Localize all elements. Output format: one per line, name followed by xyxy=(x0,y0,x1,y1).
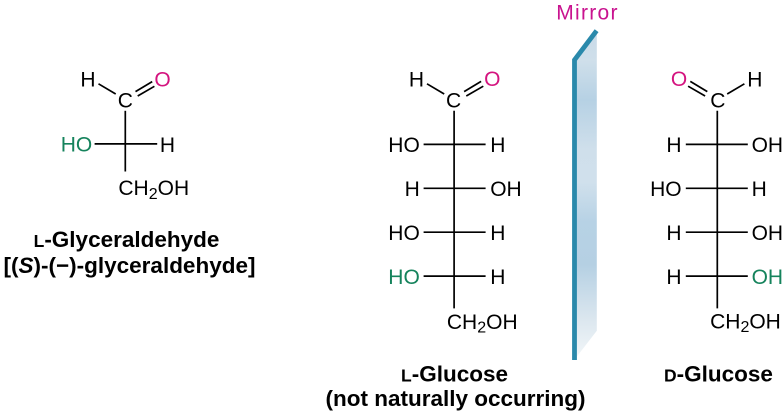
svg-text:O: O xyxy=(154,68,170,91)
svg-text:HO: HO xyxy=(388,266,420,289)
svg-text:HO: HO xyxy=(388,134,420,157)
svg-text:H: H xyxy=(409,68,424,91)
svg-text:L-Glyceraldehyde: L-Glyceraldehyde xyxy=(34,227,220,252)
svg-text:C: C xyxy=(118,89,133,112)
svg-text:HO: HO xyxy=(650,178,682,201)
svg-text:(not naturally occurring): (not naturally occurring) xyxy=(325,386,585,411)
svg-text:Mirror: Mirror xyxy=(556,2,619,25)
svg-text:HO: HO xyxy=(61,134,93,157)
svg-text:O: O xyxy=(671,68,687,91)
svg-text:CH2OH: CH2OH xyxy=(447,311,518,337)
svg-text:HO: HO xyxy=(388,222,420,245)
svg-text:H: H xyxy=(490,134,505,157)
svg-text:OH: OH xyxy=(752,222,783,245)
svg-text:C: C xyxy=(710,90,725,113)
svg-text:OH: OH xyxy=(490,178,522,201)
svg-text:H: H xyxy=(666,266,681,289)
svg-text:L-Glucose: L-Glucose xyxy=(401,361,508,386)
svg-text:D-Glucose: D-Glucose xyxy=(664,361,773,386)
svg-text:H: H xyxy=(747,68,762,91)
svg-text:C: C xyxy=(446,90,461,113)
svg-text:O: O xyxy=(484,68,500,91)
svg-text:H: H xyxy=(752,178,767,201)
svg-text:OH: OH xyxy=(752,266,783,289)
svg-text:H: H xyxy=(490,266,505,289)
svg-text:H: H xyxy=(666,134,681,157)
svg-text:H: H xyxy=(405,178,420,201)
svg-text:H: H xyxy=(160,134,175,157)
svg-text:H: H xyxy=(490,222,505,245)
svg-text:H: H xyxy=(666,222,681,245)
svg-text:OH: OH xyxy=(752,134,783,157)
svg-text:[(S)-(−)-glyceraldehyde]: [(S)-(−)-glyceraldehyde] xyxy=(4,253,256,278)
svg-text:H: H xyxy=(80,68,95,91)
